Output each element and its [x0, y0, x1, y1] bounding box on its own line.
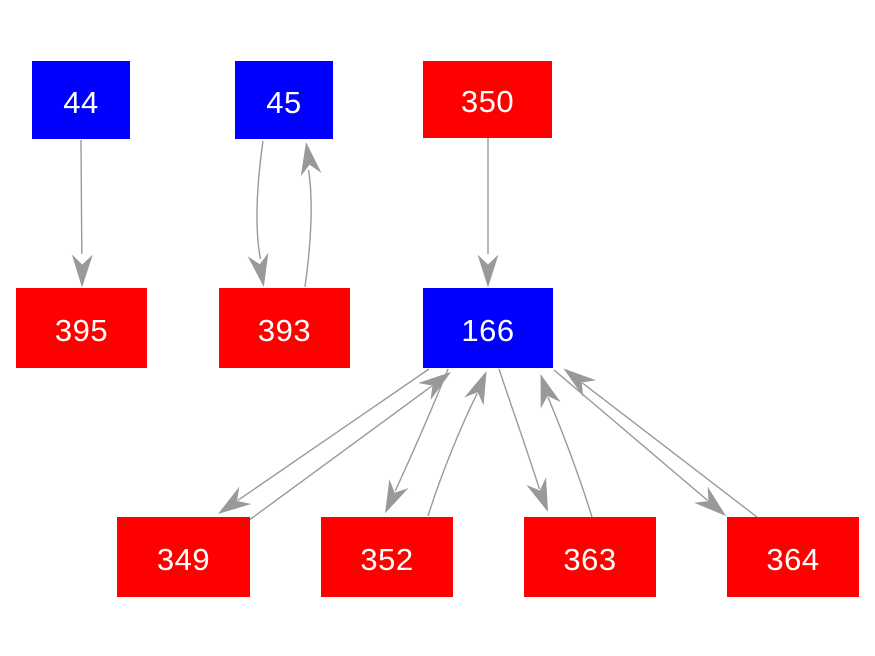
arrowhead-350-166: [477, 254, 499, 288]
edge-349-166: [249, 385, 433, 521]
arrowhead-364-166: [563, 368, 597, 397]
arrowhead-349-166: [418, 372, 451, 400]
edge-166-352: [394, 368, 449, 492]
node-label: 44: [63, 84, 99, 120]
graph-node-350: 350: [423, 61, 552, 138]
arrowhead-363-166: [540, 374, 561, 409]
edge-45-393: [256, 140, 264, 260]
edge-44-395: [80, 139, 83, 255]
node-label: 45: [266, 84, 302, 120]
arrowhead-166-363: [526, 477, 548, 512]
graph-node-352: 352: [321, 517, 453, 597]
edge-393-45: [304, 169, 312, 288]
graph-node-393: 393: [219, 288, 350, 368]
edge-352-166: [427, 392, 478, 517]
arrowhead-393-45: [300, 142, 322, 177]
graph-node-44: 44: [32, 61, 130, 139]
graph-node-349: 349: [117, 517, 250, 597]
graph-node-363: 363: [524, 517, 656, 597]
arrowhead-352-166: [464, 371, 487, 406]
node-label: 350: [460, 84, 515, 119]
graph-node-395: 395: [16, 288, 147, 368]
graph-node-364: 364: [727, 517, 859, 597]
edge-166-349: [237, 368, 430, 501]
node-label: 395: [54, 312, 109, 348]
node-label: 393: [257, 312, 312, 348]
edge-363-166: [547, 396, 593, 518]
edge-166-364: [553, 369, 709, 502]
arrowhead-166-349: [218, 486, 252, 514]
graph-node-166: 166: [423, 288, 553, 368]
arrowhead-166-352: [385, 479, 409, 514]
node-label: 363: [563, 541, 617, 577]
edge-364-166: [582, 382, 758, 518]
arrowhead-45-393: [247, 252, 269, 287]
arrowhead-166-364: [694, 486, 726, 516]
node-label: 349: [156, 541, 211, 577]
node-label: 352: [360, 541, 414, 577]
graph-node-45: 45: [235, 61, 333, 139]
edge-166-363: [498, 368, 541, 490]
node-label: 166: [461, 312, 515, 348]
arrowhead-44-395: [71, 254, 93, 288]
node-label: 364: [766, 541, 820, 577]
